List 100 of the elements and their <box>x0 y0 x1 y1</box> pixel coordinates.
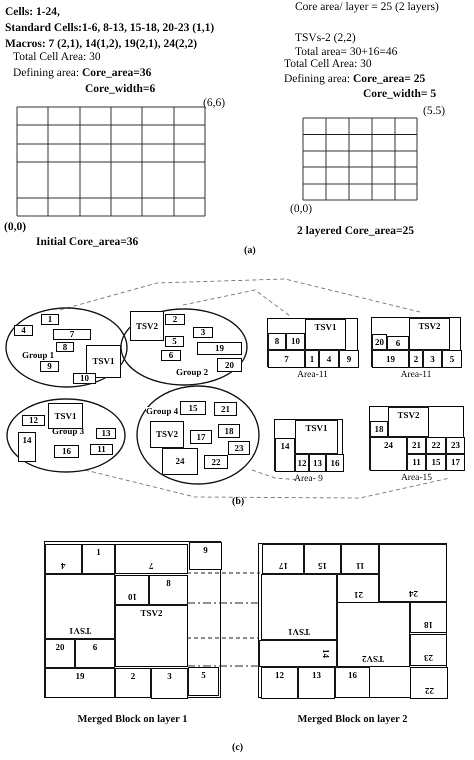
block-caption: Merged Block on layer 2 <box>296 714 409 725</box>
cell-block: 15 <box>426 454 446 471</box>
cell-block: 6 <box>387 336 409 350</box>
cell-block: 9 <box>40 361 59 372</box>
cell-block: 19 <box>372 350 409 368</box>
cell-block: 14 <box>275 438 295 472</box>
cell-block: 18 <box>410 602 447 633</box>
block-outline <box>274 419 343 471</box>
panel-title: 2 layered Core_area=25 <box>297 225 414 238</box>
cell-block: TSV2 <box>409 318 450 350</box>
cell-block: 12 <box>295 454 309 472</box>
cell-block: 12 <box>22 415 45 426</box>
cell-block: 3 <box>151 668 188 699</box>
cell-block: 1 <box>82 544 115 574</box>
cell-block: 16 <box>54 445 79 458</box>
note-text: Defining area: Core_area=36 <box>13 67 152 80</box>
cell-block: TSV2 <box>388 407 429 437</box>
cell-block: 10 <box>115 575 149 605</box>
cell-block: TSV1 <box>295 420 338 454</box>
cell-block: 8 <box>149 575 188 605</box>
cell-block: 17 <box>262 544 304 574</box>
block-caption: Merged Block on layer 1 <box>76 714 189 725</box>
cell-block: 9 <box>339 350 359 368</box>
cell-block: 15 <box>180 401 206 415</box>
cell-block: 14 <box>18 432 36 462</box>
group-label: Group 2 <box>176 368 208 377</box>
group-label: Group 1 <box>22 351 54 360</box>
coordinate-label: (0,0) <box>290 203 312 216</box>
note-text: Total Cell Area: 30 <box>13 51 101 64</box>
cell-block: 5 <box>165 336 184 347</box>
cell-block: 10 <box>73 373 96 384</box>
cell-block: 20 <box>217 358 242 372</box>
cell-block: 13 <box>298 667 335 699</box>
cell-block: 21 <box>407 437 426 454</box>
cell-block: 1 <box>305 350 319 368</box>
panel-label: (c) <box>232 742 244 754</box>
cell-block: 20 <box>372 334 387 350</box>
cell-block: 2 <box>165 314 185 325</box>
cell-block: 10 <box>286 333 305 350</box>
cell-block: TSV1 <box>261 574 337 640</box>
cell-block: 8 <box>268 333 286 350</box>
cell-block: 11 <box>341 544 379 574</box>
panel-title: Initial Core_area=36 <box>36 236 138 250</box>
cell-block: 6 <box>75 639 115 668</box>
cell-block: 11 <box>407 454 426 471</box>
cell-block: 3 <box>423 350 442 368</box>
note-text: Total area= 30+16=46 <box>295 46 398 59</box>
cell-block: 12 <box>261 667 298 699</box>
cell-block: 19 <box>45 668 115 698</box>
cell-block: TSV2 <box>130 311 164 341</box>
note-text: Defining area: Core_area= 25 <box>284 73 426 86</box>
cell-block: 22 <box>410 667 448 699</box>
panel-label: (a) <box>244 245 256 256</box>
cell-block: TSV1 <box>45 574 115 639</box>
block-outline <box>267 318 358 367</box>
cell-block: 2 <box>115 668 151 698</box>
cell-block: 23 <box>446 437 465 454</box>
cell-block: TSV2 <box>337 602 410 667</box>
cell-block: 5 <box>442 350 462 368</box>
cell-block: 21 <box>214 402 237 416</box>
note-text: Cells: 1-24, <box>5 6 60 20</box>
cell-block: 22 <box>204 455 228 469</box>
cell-block: 19 <box>197 342 242 355</box>
cell-block: 4 <box>45 544 82 574</box>
cell-block: 5 <box>188 667 219 696</box>
block-caption: Area-15 <box>400 473 434 483</box>
cell-block: 15 <box>304 544 341 574</box>
cell-block: 22 <box>426 437 446 454</box>
note-text: Total Cell Area: 30 <box>284 58 372 72</box>
block-outline <box>369 406 464 470</box>
cell-block: 3 <box>193 327 213 338</box>
cell-block: 20 <box>45 639 75 668</box>
note-text: Core area/ layer = 25 (2 layers) <box>295 1 440 14</box>
cell-block: 16 <box>326 454 344 472</box>
note-text: Standard Cells:1-6, 8-13, 15-18, 20-23 (1,1) <box>5 22 214 36</box>
block-caption: Area-11 <box>296 370 329 380</box>
cell-block: 7 <box>268 350 305 368</box>
cell-block: 23 <box>228 441 250 455</box>
cell-block: 13 <box>96 428 116 439</box>
cell-block: 9 <box>189 542 222 570</box>
cell-block: 17 <box>446 454 465 471</box>
cell-block: 4 <box>319 350 339 368</box>
cell-block: 18 <box>370 421 388 437</box>
cell-block: 6 <box>161 350 181 361</box>
coordinate-label: (0,0) <box>4 221 26 234</box>
cell-block: 8 <box>56 342 74 352</box>
cell-block: 21 <box>337 574 379 603</box>
cell-block: TSV1 <box>48 403 83 429</box>
cell-block: 2 <box>409 350 423 368</box>
note-text: Core_width= 5 <box>363 88 436 102</box>
block-caption: Area-11 <box>400 370 432 380</box>
cell-block: 14 <box>259 640 337 667</box>
cell-block: TSV2 <box>115 605 188 667</box>
cell-block: TSV2 <box>150 421 184 448</box>
cell-block: 24 <box>370 437 407 471</box>
cell-block: 7 <box>115 544 188 574</box>
note-text: TSVs-2 (2,2) <box>295 32 356 46</box>
block-caption: Area- 9 <box>293 474 324 484</box>
cell-block: 11 <box>90 444 113 455</box>
cell-block: 24 <box>379 544 447 602</box>
